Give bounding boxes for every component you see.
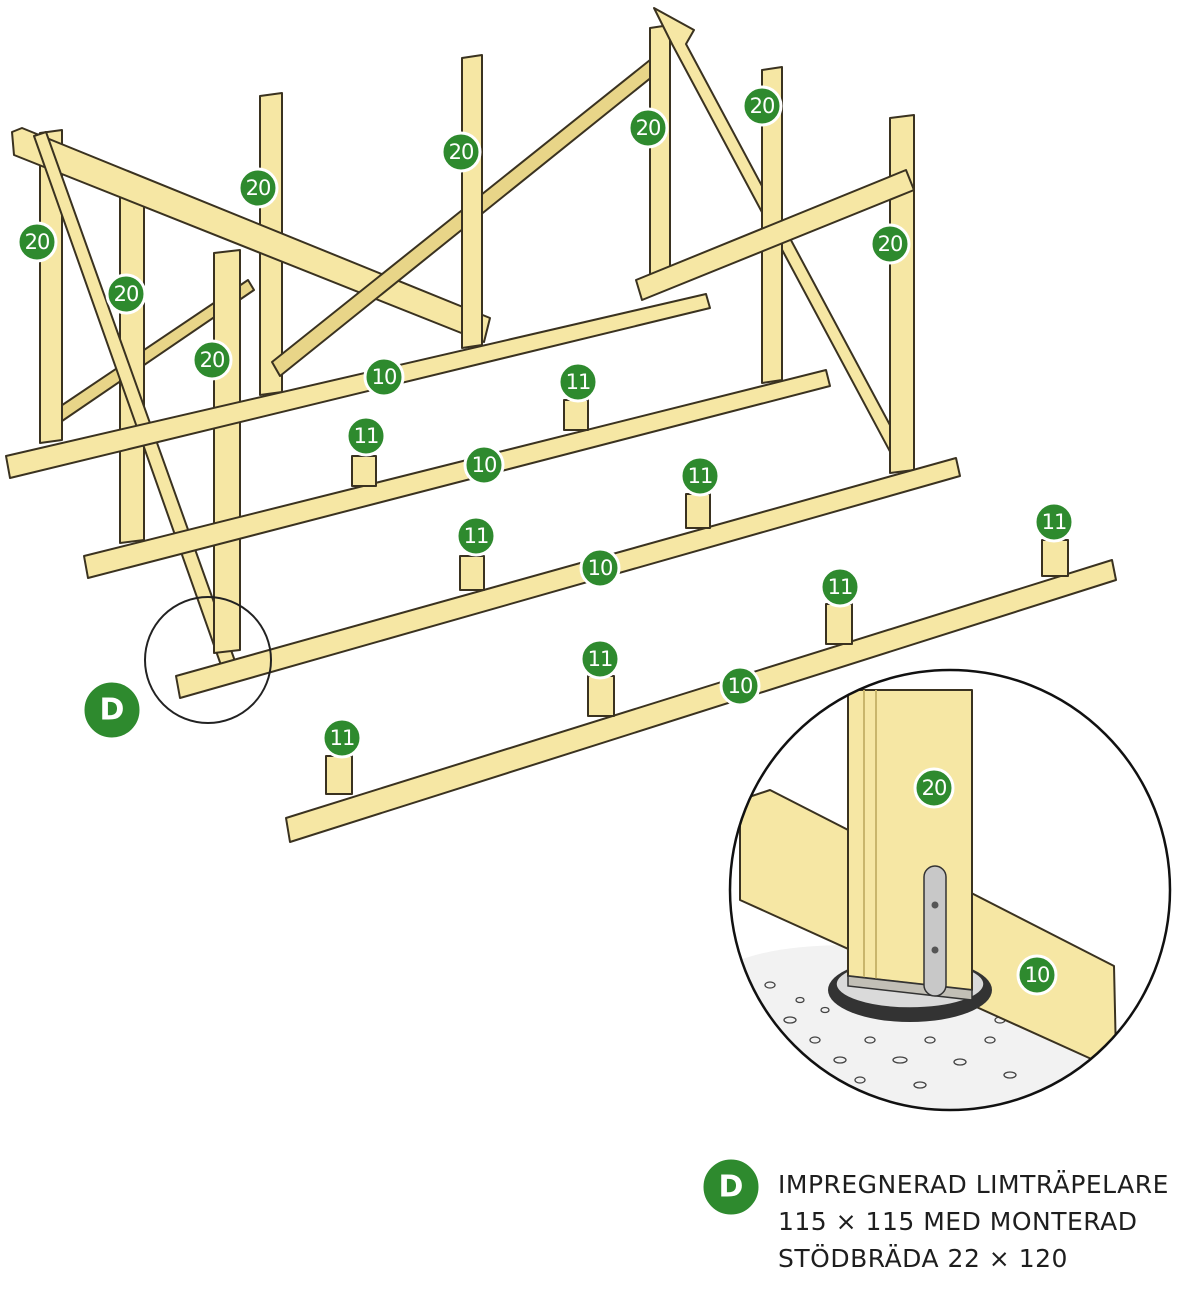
badge-20: 20 (869, 223, 911, 265)
badge-11: 11 (679, 455, 721, 497)
caption-text: IMPREGNERAD LIMTRÄPELARE 115 × 115 MED M… (778, 1166, 1193, 1277)
beam (175, 457, 961, 699)
block (351, 455, 377, 487)
detail-badge-D: D (81, 679, 143, 741)
post (461, 54, 483, 349)
block (587, 675, 615, 717)
svg-text:20: 20 (200, 348, 225, 372)
badge-10: 10 (579, 547, 621, 589)
svg-text:20: 20 (25, 230, 50, 254)
badge-11: 11 (557, 361, 599, 403)
badge-20: 20 (191, 339, 233, 381)
svg-text:11: 11 (566, 370, 591, 394)
svg-text:20: 20 (246, 176, 271, 200)
post (649, 24, 671, 289)
beam (5, 293, 711, 479)
badge-10: 10 (719, 665, 761, 707)
svg-text:10: 10 (728, 674, 753, 698)
badge-11: 11 (579, 638, 621, 680)
detail-post (847, 689, 973, 991)
svg-text:10: 10 (588, 556, 613, 580)
svg-text:10: 10 (472, 453, 497, 477)
svg-text:11: 11 (828, 575, 853, 599)
badge-11: 11 (321, 717, 363, 759)
badge-11: 11 (455, 515, 497, 557)
badge-20: 20 (237, 167, 279, 209)
badge-20: 20 (741, 85, 783, 127)
caption-badge-D: D (700, 1156, 762, 1218)
svg-text:11: 11 (354, 424, 379, 448)
svg-text:20: 20 (636, 116, 661, 140)
detail-view (728, 668, 1172, 1112)
post (39, 129, 63, 444)
badge-11: 11 (819, 566, 861, 608)
block (325, 755, 353, 795)
svg-text:D: D (719, 1170, 744, 1205)
svg-text:D: D (100, 693, 125, 728)
badge-10: 10 (463, 444, 505, 486)
badge-20: 20 (440, 131, 482, 173)
svg-text:20: 20 (922, 776, 947, 800)
badge-20: 20 (627, 107, 669, 149)
svg-text:10: 10 (1025, 963, 1050, 987)
block (685, 493, 711, 529)
badge-20: 20 (105, 273, 147, 315)
block (1041, 539, 1069, 577)
post (889, 114, 915, 474)
detail-marker-circle (144, 596, 272, 724)
badge-11: 11 (345, 415, 387, 457)
svg-text:10: 10 (372, 365, 397, 389)
svg-text:11: 11 (688, 464, 713, 488)
badge-20: 20 (16, 221, 58, 263)
beam (285, 559, 1117, 843)
svg-text:11: 11 (1042, 510, 1067, 534)
caption-line-2: 115 × 115 MED MONTERAD (778, 1207, 1138, 1236)
badge-11: 11 (1033, 501, 1075, 543)
badge-10: 10 (1016, 954, 1058, 996)
badge-10: 10 (363, 356, 405, 398)
beam (83, 369, 831, 579)
svg-text:20: 20 (878, 232, 903, 256)
post (213, 249, 241, 654)
caption-line-3: STÖDBRÄDA 22 × 120 (778, 1244, 1068, 1273)
block (825, 603, 853, 645)
beams (5, 293, 1117, 843)
back-frame-center (271, 7, 915, 475)
svg-text:20: 20 (750, 94, 775, 118)
rail-top-right (635, 169, 915, 301)
caption-line-1: IMPREGNERAD LIMTRÄPELARE (778, 1170, 1169, 1199)
blocks (325, 399, 1069, 795)
block (459, 555, 485, 591)
svg-text:20: 20 (114, 282, 139, 306)
detail-bracket (923, 865, 947, 997)
badge-20: 20 (913, 767, 955, 809)
svg-text:11: 11 (588, 647, 613, 671)
block (563, 399, 589, 431)
svg-text:11: 11 (330, 726, 355, 750)
svg-text:11: 11 (464, 524, 489, 548)
svg-text:20: 20 (449, 140, 474, 164)
